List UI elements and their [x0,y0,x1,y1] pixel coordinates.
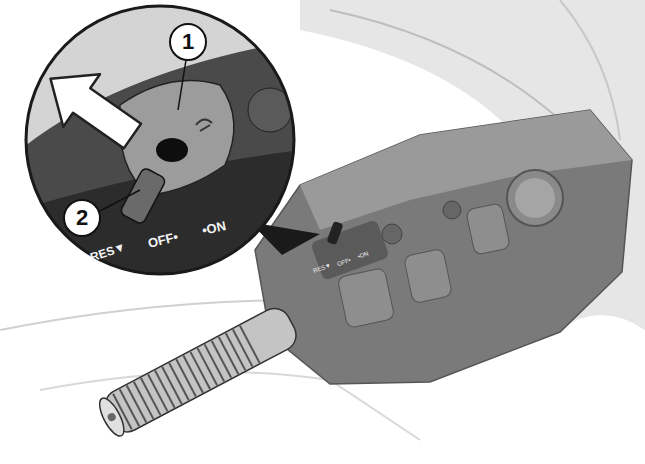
motorcycle-background [0,0,645,440]
callout-number: 1 [182,31,194,53]
handlebar-grip [94,303,301,440]
direction-arrow [32,53,151,163]
switch-lever [119,167,166,225]
switch-housing [255,110,632,384]
callout-leaders [64,24,206,236]
magnified-inset [20,0,310,290]
switch-plate [119,81,234,196]
callout-number: 2 [76,207,88,229]
